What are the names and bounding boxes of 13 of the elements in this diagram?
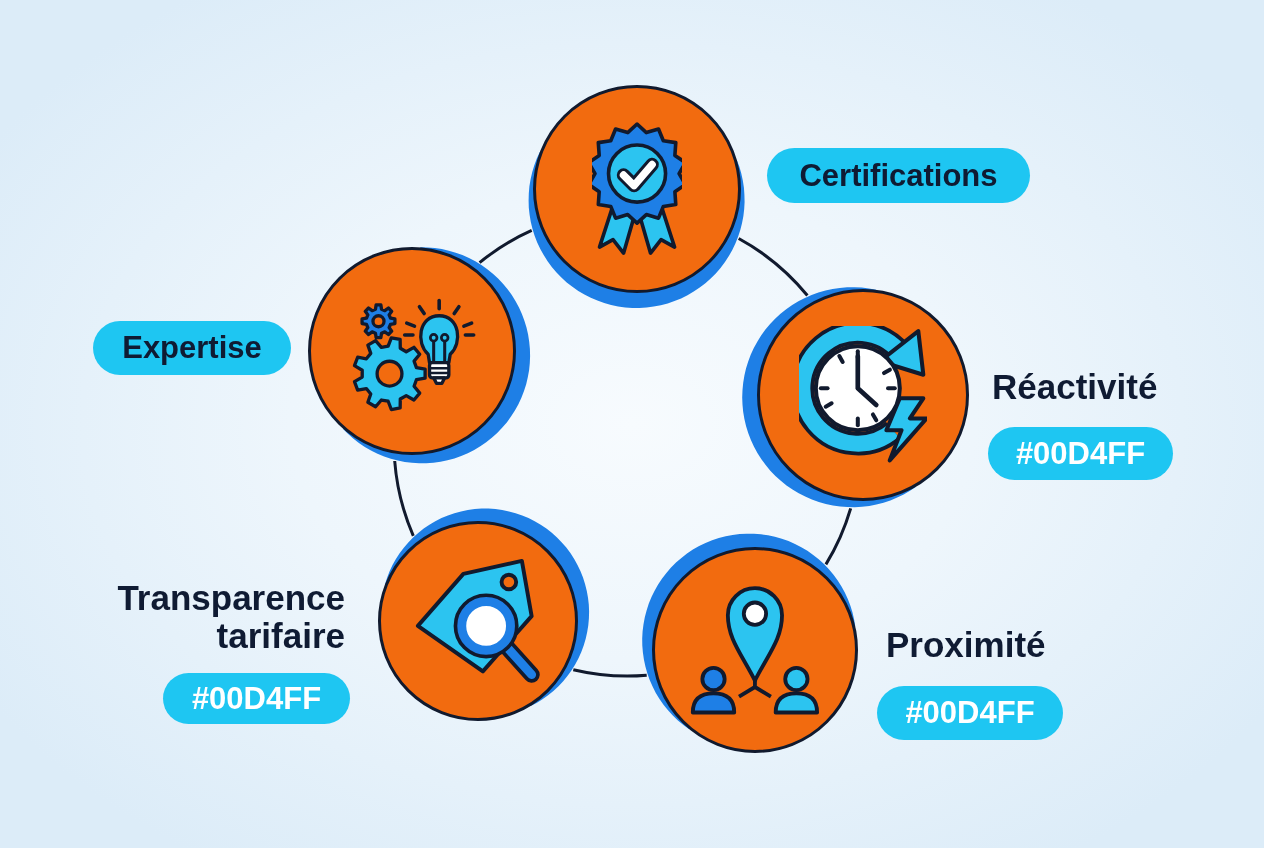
color-code-label: #00D4FF bbox=[163, 673, 350, 724]
connector-arc bbox=[824, 507, 853, 566]
node-label: Expertise bbox=[93, 321, 291, 375]
node-title: Transparence tarifaire bbox=[117, 579, 345, 655]
node-label: Certifications bbox=[767, 148, 1030, 203]
node-title: Réactivité bbox=[992, 368, 1158, 406]
connector-arc bbox=[393, 460, 415, 537]
color-code-label: #00D4FF bbox=[877, 686, 1063, 740]
connector-arc bbox=[573, 668, 647, 678]
node-title: Proximité bbox=[886, 626, 1046, 664]
connector-arc bbox=[737, 237, 809, 297]
connector-arc bbox=[478, 229, 533, 264]
color-code-label: #00D4FF bbox=[988, 427, 1173, 480]
